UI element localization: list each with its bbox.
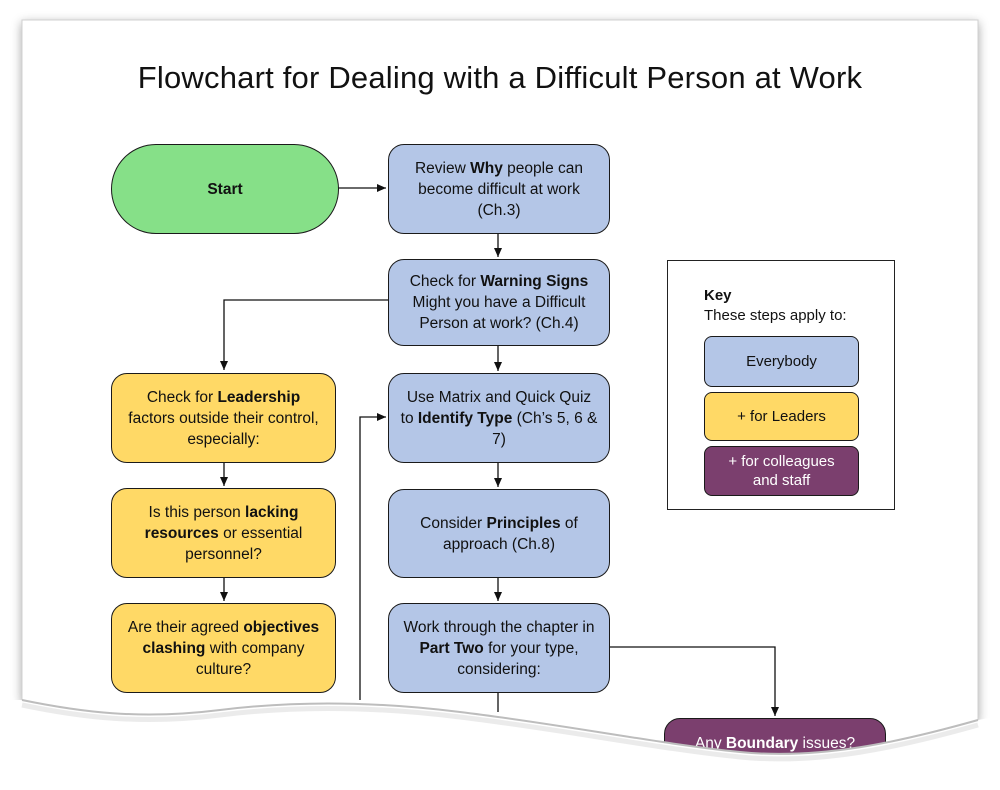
part-two-node: Work through the chapter in Part Two for…: [388, 603, 610, 693]
page-title: Flowchart for Dealing with a Difficult P…: [137, 60, 863, 95]
start-node: Start: [111, 144, 339, 234]
warning-signs-node: Check for Warning Signs Might you have a…: [388, 259, 610, 346]
legend-leaders: + for Leaders: [704, 392, 859, 441]
start-label: Start: [207, 180, 243, 198]
arrow-warning-to-leadership: [220, 299, 388, 370]
legend-panel: Key These steps apply to: Everybody + fo…: [667, 260, 895, 510]
arrow-parttwo-to-boundary: [610, 646, 779, 716]
legend-colleagues: + for colleagues and staff: [704, 446, 859, 496]
principles-node: Consider Principles of approach (Ch.8): [388, 489, 610, 578]
legend-title: Key: [704, 287, 732, 304]
legend-subtitle: These steps apply to:: [704, 307, 847, 324]
leadership-node: Check for Leadership factors outside the…: [111, 373, 336, 463]
review-why-node: Review Why people can become difficult a…: [388, 144, 610, 234]
identify-type-node: Use Matrix and Quick Quiz to Identify Ty…: [388, 373, 610, 463]
legend-everybody: Everybody: [704, 336, 859, 387]
lacking-resources-node: Is this person lacking resources or esse…: [111, 488, 336, 578]
arrow-return-to-identify: [359, 413, 386, 700]
objectives-clashing-node: Are their agreed objectives clashing wit…: [111, 603, 336, 693]
